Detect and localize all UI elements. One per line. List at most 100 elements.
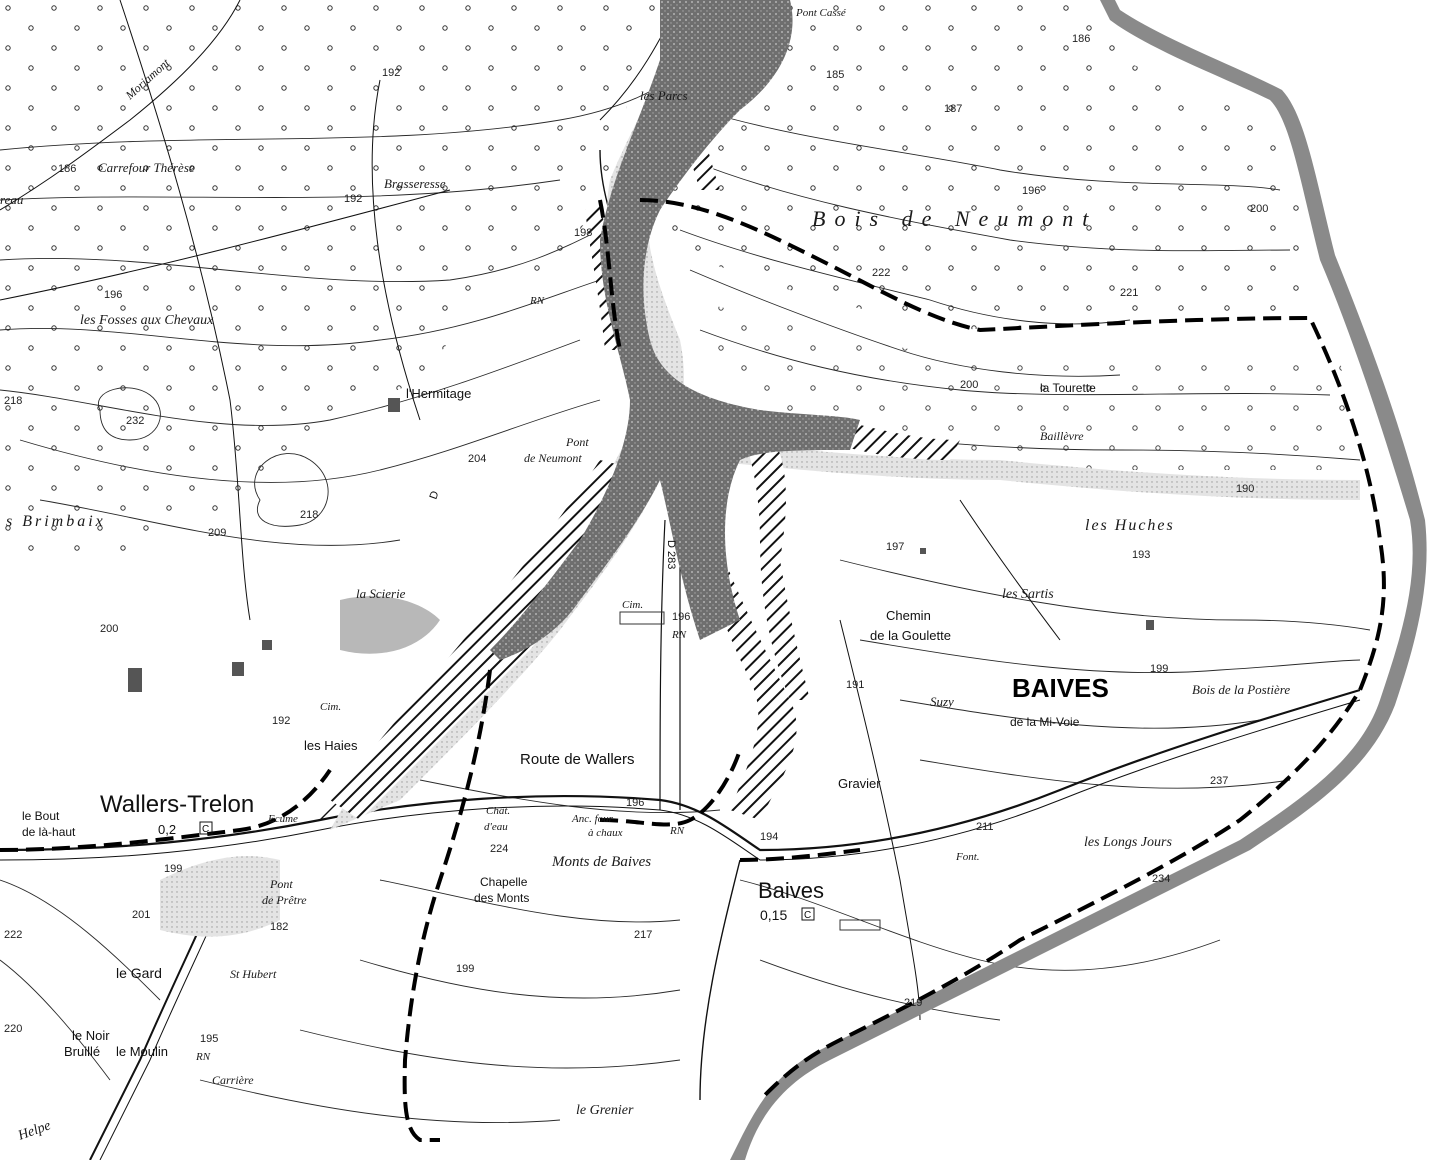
elev-234: 234 bbox=[1152, 873, 1170, 885]
label-de-la-haut: de là-haut bbox=[22, 825, 76, 839]
elev-186a: 186 bbox=[58, 163, 76, 175]
label-le-gard: le Gard bbox=[116, 965, 162, 981]
label-bruille: Bruillé bbox=[64, 1044, 100, 1059]
elev-191: 191 bbox=[846, 679, 864, 691]
label-cim-2: Cim. bbox=[622, 599, 643, 611]
elev-199b: 199 bbox=[456, 963, 474, 975]
label-pont-neumont-1: Pont bbox=[565, 435, 589, 449]
elev-196b: 196 bbox=[672, 611, 690, 623]
label-bois-neumont: Bois de Neumont bbox=[812, 206, 1097, 231]
elev-192c: 192 bbox=[272, 715, 290, 727]
label-les-huches: les Huches bbox=[1085, 517, 1175, 534]
label-pont-pretre-2: de Prêtre bbox=[262, 893, 307, 907]
label-baives-code: C bbox=[804, 910, 811, 921]
dark-core-zone bbox=[490, 0, 860, 660]
label-wallers-code: C bbox=[202, 824, 209, 835]
label-chemin: Chemin bbox=[886, 608, 931, 623]
label-wallers-pop: 0,2 bbox=[158, 822, 176, 837]
elev-192b: 192 bbox=[344, 193, 362, 205]
elev-192a: 192 bbox=[382, 67, 400, 79]
elev-185: 185 bbox=[826, 69, 844, 81]
label-baives: Baives bbox=[758, 878, 824, 903]
label-les-parcs: les Parcs bbox=[640, 88, 688, 103]
label-a-chaux: à chaux bbox=[588, 827, 623, 839]
label-baives-big: BAIVES bbox=[1012, 673, 1109, 703]
label-baives-pop: 0,15 bbox=[760, 907, 787, 923]
commune-boundary-dashed bbox=[0, 198, 1386, 1142]
elev-198: 198 bbox=[574, 227, 592, 239]
label-des-monts: des Monts bbox=[474, 891, 529, 905]
elev-217: 217 bbox=[634, 929, 652, 941]
label-cim-1: Cim. bbox=[320, 701, 341, 713]
label-wallers: Wallers-Trelon bbox=[100, 791, 254, 818]
map-labels: BAIVES Baives 0,15 C Wallers-Trelon 0,2 … bbox=[0, 7, 1290, 1144]
elev-187: 187 bbox=[944, 103, 962, 115]
elev-232: 232 bbox=[126, 415, 144, 427]
baives-code-box bbox=[801, 907, 815, 921]
outer-boundary-shade bbox=[730, 0, 1427, 1160]
elev-237: 237 bbox=[1210, 775, 1228, 787]
label-le-grenier: le Grenier bbox=[576, 1103, 634, 1118]
elev-196a: 196 bbox=[1022, 185, 1040, 197]
label-le-bout: le Bout bbox=[22, 809, 60, 823]
elevation-labels: 186 186 185 187 192 192 192 196 196 196 … bbox=[4, 33, 1268, 1045]
label-reau: reau bbox=[0, 192, 24, 207]
label-rn-2: RN bbox=[671, 629, 687, 641]
elev-222b: 222 bbox=[4, 929, 22, 941]
label-la-scierie: la Scierie bbox=[356, 586, 406, 601]
elev-197: 197 bbox=[886, 541, 904, 553]
elev-201: 201 bbox=[132, 909, 150, 921]
label-mi-voie: de la Mi-Voie bbox=[1010, 715, 1080, 729]
elev-186b: 186 bbox=[1072, 33, 1090, 45]
elev-200b: 200 bbox=[100, 623, 118, 635]
label-anc-four: Anc. four bbox=[571, 813, 614, 825]
label-pont-casse: Pont Cassé bbox=[795, 7, 847, 19]
elev-220: 220 bbox=[4, 1023, 22, 1035]
label-les-sartis: les Sartis bbox=[1002, 587, 1054, 602]
elev-200a: 200 bbox=[1250, 203, 1268, 215]
roads bbox=[0, 0, 1361, 1160]
elev-190: 190 bbox=[1236, 483, 1254, 495]
label-le-moulin: le Moulin bbox=[116, 1044, 168, 1059]
label-carrefour: Carrefour Thérèse bbox=[98, 160, 195, 175]
elev-199c: 199 bbox=[1150, 663, 1168, 675]
label-monts-baives: Monts de Baives bbox=[551, 854, 651, 870]
elev-199a: 199 bbox=[164, 863, 182, 875]
label-font: Font. bbox=[955, 851, 980, 863]
label-brimbaix: s Brimbaix bbox=[6, 513, 106, 530]
label-rn-4: RN bbox=[195, 1051, 211, 1063]
elev-209: 209 bbox=[208, 527, 226, 539]
label-d283: D 283 bbox=[665, 540, 677, 569]
label-st-hubert: St Hubert bbox=[230, 967, 277, 981]
elev-224: 224 bbox=[490, 843, 508, 855]
elev-196d: 196 bbox=[104, 289, 122, 301]
label-la-tourette: la Tourette bbox=[1040, 381, 1096, 395]
elev-200c: 200 bbox=[960, 379, 978, 391]
label-pont-pretre-1: Pont bbox=[269, 877, 293, 891]
label-pont-neumont-2: de Neumont bbox=[524, 451, 582, 465]
label-goulette: de la Goulette bbox=[870, 628, 951, 643]
label-chapelle: Chapelle bbox=[480, 875, 528, 889]
elev-204: 204 bbox=[468, 453, 486, 465]
label-longs-jours: les Longs Jours bbox=[1084, 835, 1172, 850]
wallers-code-box bbox=[199, 821, 213, 835]
label-helpe: Helpe bbox=[15, 1118, 52, 1144]
elev-222: 222 bbox=[872, 267, 890, 279]
label-carriere: Carrière bbox=[212, 1073, 254, 1087]
elev-218b: 218 bbox=[300, 509, 318, 521]
label-d: D bbox=[428, 489, 442, 501]
elev-219: 219 bbox=[904, 997, 922, 1009]
label-hermitage: l'Hermitage bbox=[406, 386, 471, 401]
label-route-wallers: Route de Wallers bbox=[520, 751, 635, 768]
label-fosses: les Fosses aux Chevaux bbox=[80, 313, 214, 328]
label-baillevre: Baillèvre bbox=[1040, 429, 1084, 443]
elev-195: 195 bbox=[200, 1033, 218, 1045]
label-d-eau: d'eau bbox=[484, 821, 508, 833]
buildings bbox=[128, 398, 1154, 931]
label-brasseresse: Brasseresse bbox=[384, 176, 446, 191]
label-rn-1: RN bbox=[529, 295, 545, 307]
label-chateau: Chât. bbox=[486, 805, 510, 817]
elev-196c: 196 bbox=[626, 797, 644, 809]
